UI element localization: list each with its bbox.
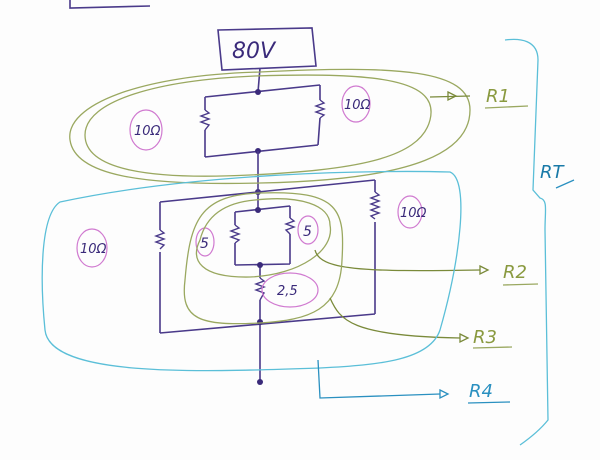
value-circle [341, 85, 371, 123]
value-circle [397, 195, 423, 229]
group-r1-loop [69, 68, 471, 185]
resistor-inner-left [229, 224, 241, 244]
label-r4: R4 [469, 381, 493, 402]
node [257, 262, 263, 268]
group-r2-loop [195, 198, 332, 278]
top-parallel-wires [204, 67, 321, 158]
node [255, 207, 261, 213]
arrow-head [479, 264, 490, 276]
group-r4-loop [41, 170, 462, 372]
resistor-top-left [199, 109, 211, 131]
value-series: 2,5 [277, 284, 298, 299]
arrow-head [439, 388, 450, 400]
value-top-right: 10Ω [344, 98, 371, 113]
arrow-r4 [317, 359, 441, 399]
middle-outer-wires [159, 179, 376, 334]
partial-frame [69, 0, 151, 9]
value-mid-right: 10Ω [400, 206, 427, 221]
label-rt: RT [540, 162, 566, 183]
voltage-source-box [217, 27, 317, 71]
arrow-r1 [429, 95, 471, 98]
resistor-series [254, 277, 266, 301]
arrow-r3 [329, 297, 461, 339]
node [255, 89, 261, 95]
value-mid-left: 10Ω [80, 242, 107, 257]
underline [472, 346, 513, 349]
value-circle [76, 228, 108, 268]
arrow-head [447, 90, 458, 102]
resistor-mid-left [154, 229, 166, 250]
total-brace [504, 38, 549, 446]
resistor-inner-right [284, 217, 296, 235]
underline [555, 179, 575, 189]
group-r1-loop-inner [84, 74, 432, 177]
label-r2: R2 [503, 262, 527, 283]
resistor-mid-right [369, 191, 381, 220]
value-inner-left: 5 [200, 236, 209, 252]
arrow-head [459, 332, 470, 344]
node [257, 379, 263, 385]
underline [502, 283, 539, 286]
value-inner-right: 5 [303, 224, 312, 240]
node [257, 319, 263, 325]
value-circle [129, 109, 163, 151]
value-top-left: 10Ω [134, 124, 161, 139]
underline [467, 401, 511, 404]
label-r1: R1 [486, 86, 510, 107]
underline [484, 105, 529, 109]
arrow-r2 [314, 249, 481, 272]
label-r3: R3 [473, 327, 497, 348]
resistor-top-right [314, 99, 326, 119]
value-circle [261, 272, 319, 308]
value-circle [297, 215, 319, 245]
group-r3-loop [183, 192, 344, 325]
voltage-source-label: 80V [232, 39, 277, 64]
